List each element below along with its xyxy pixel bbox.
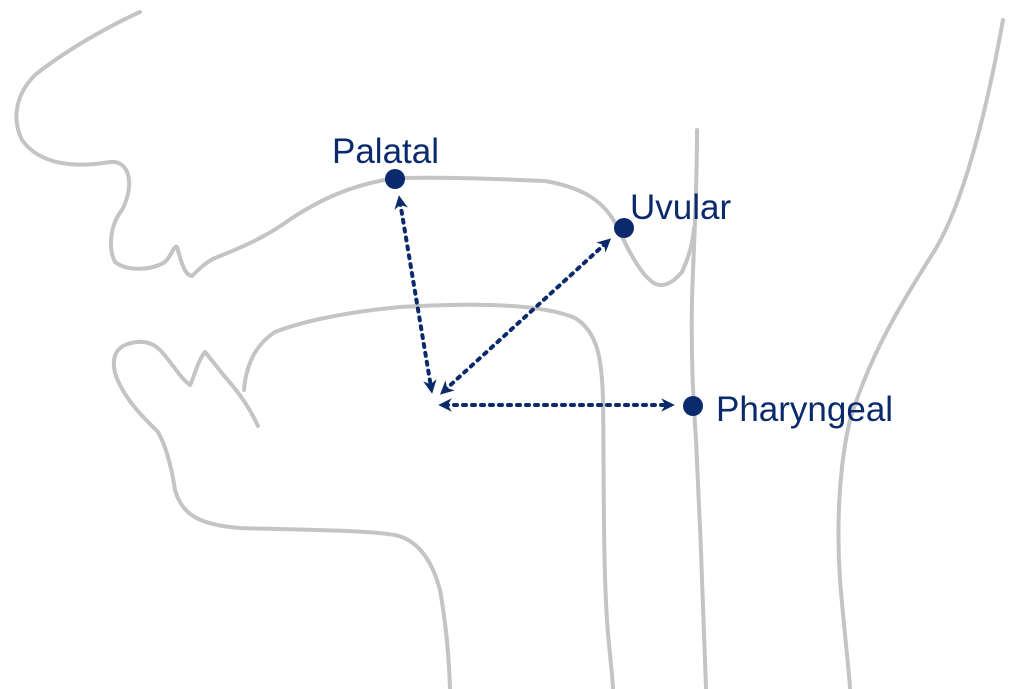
uvular-label: Uvular xyxy=(630,188,731,227)
pharyngeal-point xyxy=(683,396,703,416)
head-outline xyxy=(16,12,1003,688)
lower-jaw-outline xyxy=(114,342,450,688)
palatal-point xyxy=(385,169,405,189)
palatal-arrow xyxy=(400,202,431,387)
pharyngeal-label: Pharyngeal xyxy=(716,390,893,429)
palatal-label: Palatal xyxy=(332,132,439,171)
neck-back-outline xyxy=(838,20,1003,688)
uvular-arrow xyxy=(445,243,606,390)
